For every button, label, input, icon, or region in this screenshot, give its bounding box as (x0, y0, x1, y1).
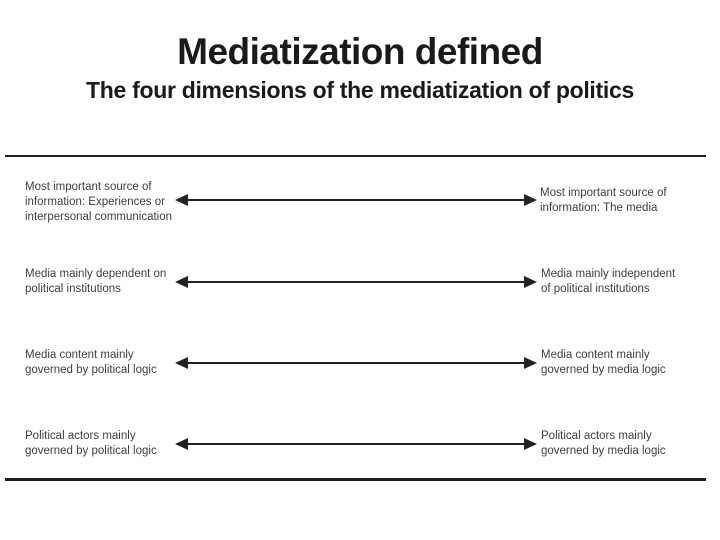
row2-right-label: Media mainly independent of political in… (541, 268, 676, 295)
row4-right-label: Political actors mainly governed by medi… (541, 430, 666, 457)
arrowhead-right-icon (524, 194, 537, 206)
arrowhead-left-icon (175, 438, 188, 450)
arrowhead-right-icon (524, 438, 537, 450)
slide-header: Mediatization defined The four dimension… (0, 30, 720, 104)
arrow-shaft (183, 443, 529, 445)
row1-double-arrow (175, 193, 537, 207)
arrowhead-left-icon (175, 194, 188, 206)
row4-left-label: Political actors mainly governed by poli… (25, 430, 157, 457)
row4-double-arrow (175, 437, 537, 451)
slide-subtitle: The four dimensions of the mediatization… (86, 77, 634, 103)
arrow-shaft (183, 199, 529, 201)
arrow-shaft (183, 362, 529, 364)
arrowhead-right-icon (524, 357, 537, 369)
row2-double-arrow (175, 275, 537, 289)
divider-line-bottom (5, 478, 706, 481)
arrowhead-right-icon (524, 276, 537, 288)
arrowhead-left-icon (175, 276, 188, 288)
row1-right-label: Most important source of information: Th… (540, 187, 667, 214)
row2-left-label: Media mainly dependent on political inst… (25, 268, 167, 295)
arrow-shaft (183, 281, 529, 283)
row3-double-arrow (175, 356, 537, 370)
arrowhead-left-icon (175, 357, 188, 369)
row1-left-label: Most important source of information: Ex… (25, 181, 173, 223)
row3-right-label: Media content mainly governed by media l… (541, 349, 666, 376)
divider-line-top (5, 155, 706, 157)
slide-title: Mediatization defined (177, 31, 543, 72)
row3-left-label: Media content mainly governed by politic… (25, 349, 157, 376)
